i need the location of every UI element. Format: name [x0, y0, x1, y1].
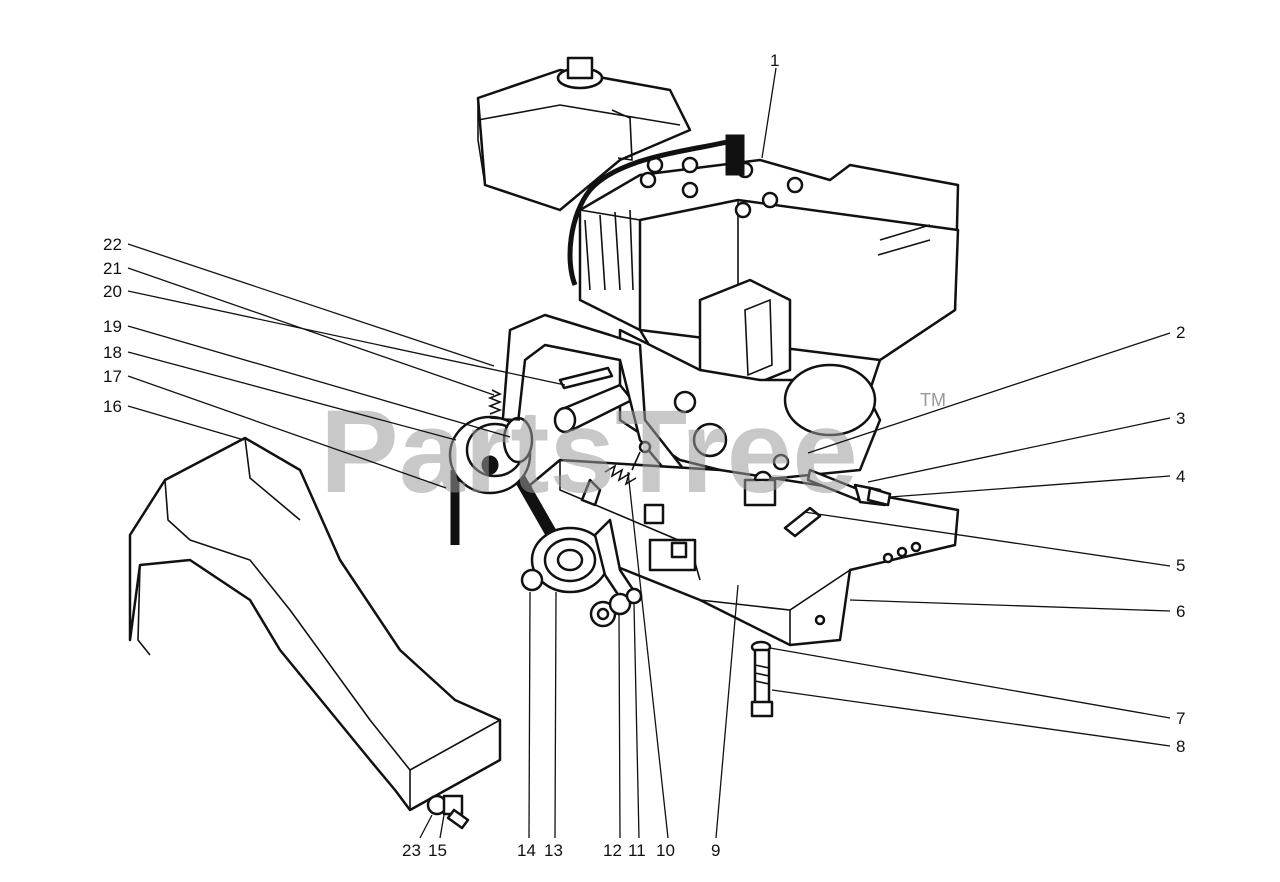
watermark: PartsTree TM [320, 386, 946, 518]
right-fasteners [743, 453, 892, 538]
belt-guard-cover [128, 436, 502, 812]
callout-10: 10 [656, 841, 675, 860]
callout-18: 18 [103, 343, 122, 362]
callout-4: 4 [1176, 467, 1185, 486]
callout-15: 15 [428, 841, 447, 860]
engine-pulley-and-belt [448, 415, 561, 545]
callout-20: 20 [103, 282, 122, 301]
callout-21: 21 [103, 259, 122, 278]
cover-fastener [426, 794, 470, 830]
callout-8: 8 [1176, 737, 1185, 756]
mounting-bolt [750, 640, 774, 718]
callout-13: 13 [544, 841, 563, 860]
callout-16: 16 [103, 397, 122, 416]
callout-5: 5 [1176, 556, 1185, 575]
callout-11: 11 [628, 841, 646, 860]
callout-19: 19 [103, 317, 122, 336]
callout-23: 23 [402, 841, 421, 860]
callout-labels: 1 2 3 4 5 6 7 8 9 10 11 12 13 14 15 16 1… [103, 51, 1185, 860]
callout-22: 22 [103, 235, 122, 254]
leader-lines [127, 67, 1171, 839]
callout-3: 3 [1176, 409, 1185, 428]
callout-6: 6 [1176, 602, 1185, 621]
callout-2: 2 [1176, 323, 1185, 342]
callout-14: 14 [517, 841, 536, 860]
callout-1: 1 [770, 51, 779, 70]
watermark-trademark: TM [920, 390, 946, 410]
callout-12: 12 [603, 841, 622, 860]
engine [567, 134, 960, 482]
callout-9: 9 [711, 841, 720, 860]
fuel-tank [476, 56, 692, 212]
callout-17: 17 [103, 367, 122, 386]
idler-pulley-assembly [487, 389, 652, 628]
engine-shaft [553, 366, 634, 434]
callout-7: 7 [1176, 709, 1185, 728]
